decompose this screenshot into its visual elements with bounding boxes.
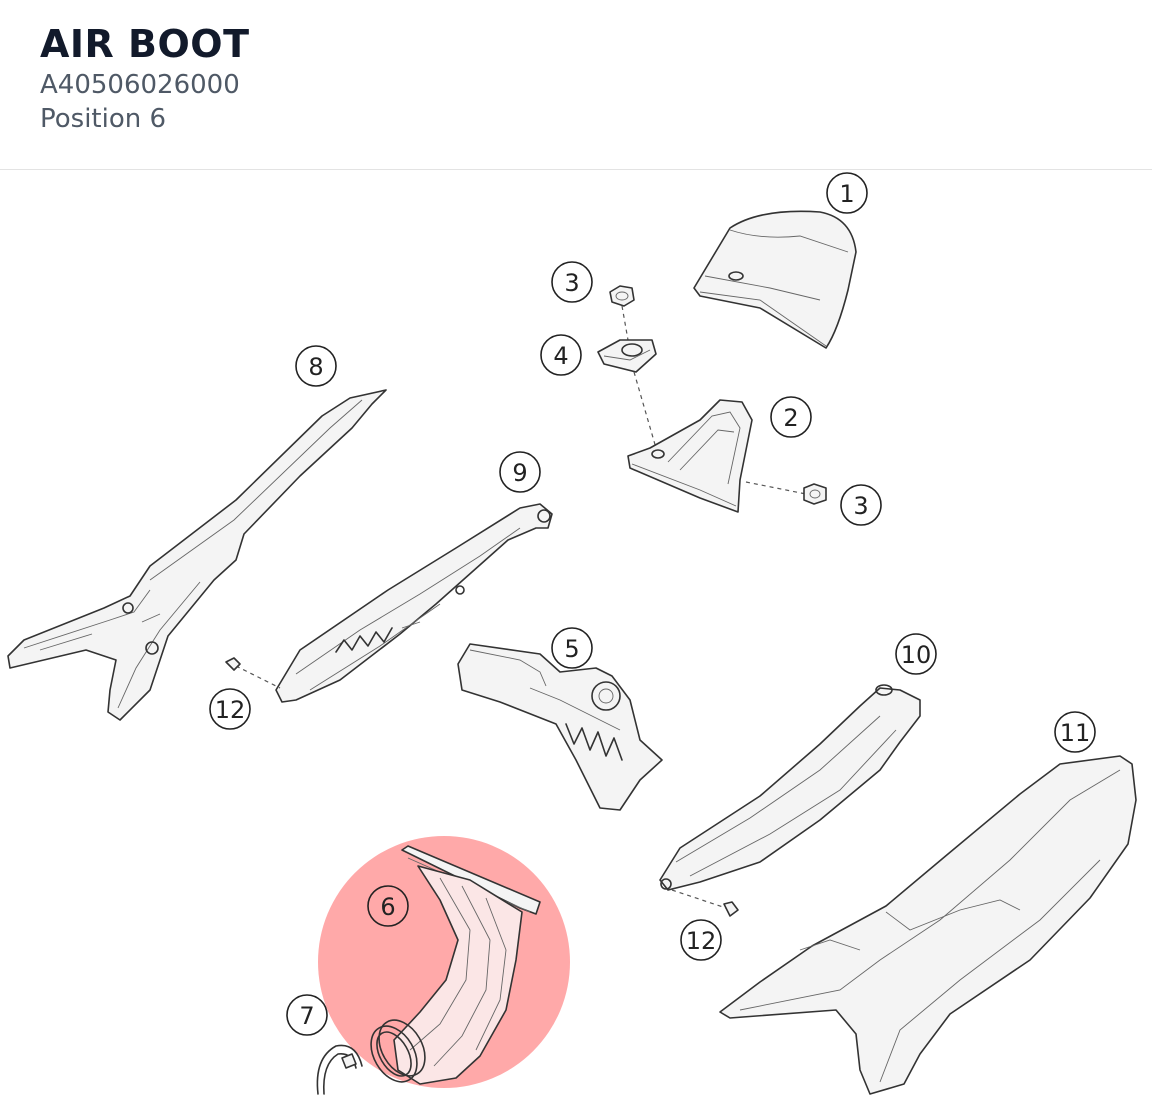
callout-9[interactable]: 9 — [499, 451, 541, 493]
svg-text:7: 7 — [299, 1002, 314, 1030]
callout-12-right[interactable]: 12 — [680, 919, 722, 961]
part-9-shape[interactable] — [275, 503, 553, 703]
svg-text:3: 3 — [853, 492, 868, 520]
part-title: AIR BOOT — [40, 22, 250, 66]
callout-2[interactable]: 2 — [770, 396, 812, 438]
svg-text:6: 6 — [380, 893, 395, 921]
callout-7[interactable]: 7 — [286, 994, 328, 1036]
svg-text:12: 12 — [215, 696, 246, 724]
part-12-left-shape[interactable] — [225, 657, 241, 671]
part-header: AIR BOOT A40506026000 Position 6 — [0, 0, 1152, 170]
svg-text:8: 8 — [308, 353, 323, 381]
position-label: Position 6 — [40, 104, 167, 134]
part-6-shape[interactable] — [362, 845, 541, 1090]
svg-text:11: 11 — [1060, 719, 1091, 747]
part-12-right-shape[interactable] — [723, 901, 739, 917]
part-4-shape[interactable] — [597, 339, 657, 373]
svg-text:3: 3 — [564, 269, 579, 297]
callout-3-top[interactable]: 3 — [551, 261, 593, 303]
svg-text:10: 10 — [901, 641, 932, 669]
part-number: A40506026000 — [40, 70, 240, 100]
svg-text:12: 12 — [686, 927, 717, 955]
callout-3-right[interactable]: 3 — [840, 484, 882, 526]
part-5-shape[interactable] — [457, 643, 663, 811]
callout-12-left[interactable]: 12 — [209, 688, 251, 730]
part-10-shape[interactable] — [659, 684, 921, 891]
svg-text:5: 5 — [564, 635, 579, 663]
svg-text:1: 1 — [839, 180, 854, 208]
part-7-shape[interactable] — [316, 1044, 363, 1095]
svg-text:9: 9 — [512, 459, 527, 487]
callout-4[interactable]: 4 — [540, 334, 582, 376]
callout-5[interactable]: 5 — [551, 627, 593, 669]
callout-8[interactable]: 8 — [295, 345, 337, 387]
callout-1[interactable]: 1 — [826, 172, 868, 214]
svg-text:4: 4 — [553, 342, 568, 370]
part-2-shape[interactable] — [627, 399, 753, 513]
callout-6[interactable]: 6 — [367, 885, 409, 927]
svg-text:2: 2 — [783, 404, 798, 432]
callout-11[interactable]: 11 — [1054, 711, 1096, 753]
callout-10[interactable]: 10 — [895, 633, 937, 675]
part-8-shape[interactable] — [7, 389, 387, 721]
part-3-top-shape[interactable] — [609, 285, 635, 307]
part-1-shape[interactable] — [693, 210, 857, 349]
part-3-right-shape[interactable] — [803, 483, 827, 505]
part-11-shape[interactable] — [719, 755, 1137, 1095]
header-divider — [0, 169, 1152, 170]
